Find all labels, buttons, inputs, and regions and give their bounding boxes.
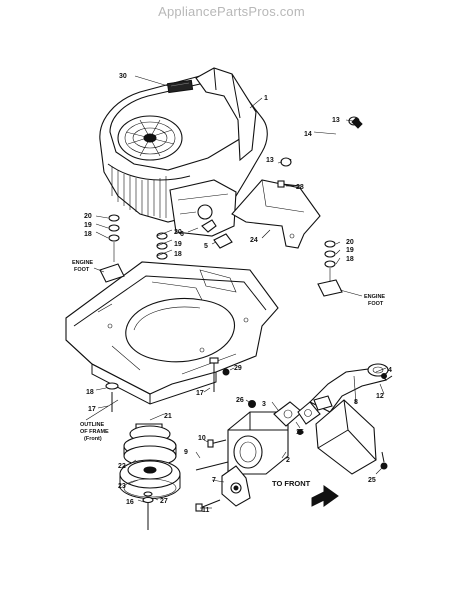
callout-18-left: 18 [84,231,92,238]
callout-23: 23 [118,483,126,490]
callout-19-right: 19 [346,247,354,254]
callout-21: 21 [164,413,172,420]
callout-19-mid: 19 [174,241,182,248]
callout-16: 16 [126,499,134,506]
leader-lines [85,75,387,509]
bolt-17-mid [209,357,230,392]
callout-13-bottom: 13 [266,157,274,164]
frame-deck [65,261,279,405]
engine-foot-left-line1: ENGINE [72,260,93,266]
callout-9: 9 [184,449,188,456]
callout-labels: 30 1 13 14 13 28 20 19 18 6 20 19 18 5 2… [72,73,392,514]
watermark: AppliancePartsPros.com [158,4,305,19]
hardware-stack-right [324,240,336,282]
engine-assembly [99,67,268,237]
outline-frame-line3: (Front) [84,436,102,442]
callout-6: 6 [180,231,184,238]
clutch-pulley [119,423,181,530]
hardware-stack-mid [156,232,168,260]
callout-18-right: 18 [346,256,354,263]
callout-28: 28 [296,184,304,191]
callout-4: 4 [388,367,392,374]
callout-1: 1 [264,95,268,102]
callout-15: 15 [296,429,304,436]
callout-29: 29 [234,365,242,372]
muffler-bracket [221,465,251,507]
engine-bracket [231,179,321,249]
to-front-arrow-icon [311,485,339,507]
callout-2: 2 [286,457,290,464]
callout-17-mid: 17 [196,390,204,397]
outline-frame-line2: OF FRAME [80,429,109,435]
bolt-17-left [105,382,119,412]
callout-12: 12 [376,393,384,400]
engine-foot-left-line2: FOOT [74,267,90,273]
callout-18-mid: 18 [174,251,182,258]
callout-7: 7 [212,477,216,484]
to-front-label: TO FRONT [272,479,311,488]
gasket-flange [273,395,333,427]
callout-20-right: 20 [346,239,354,246]
fasteners [195,400,388,512]
fuel-line [280,116,363,167]
callout-20-mid: 20 [174,229,182,236]
callout-10: 10 [198,435,206,442]
hardware-stack-left [108,214,120,262]
callout-3: 3 [262,401,266,408]
callout-11: 11 [202,507,210,514]
bolt-28 [277,180,301,188]
oil-sensor [201,219,233,249]
heat-shield [315,399,377,475]
callout-18-bottom: 18 [86,389,94,396]
callout-30: 30 [119,73,127,80]
callout-24: 24 [250,237,258,244]
engine-foot-right-line2: FOOT [368,301,384,307]
muffler [227,411,289,475]
outline-frame-line1: OUTLINE [80,422,104,428]
callout-25: 25 [368,477,376,484]
callout-17-left: 17 [88,406,96,413]
callout-20-left: 20 [84,213,92,220]
callout-22: 22 [118,463,126,470]
callout-8: 8 [354,399,358,406]
callout-27: 27 [160,498,168,505]
callout-5: 5 [204,243,208,250]
callout-13-top: 13 [332,117,340,124]
callout-19-left: 19 [84,222,92,229]
engine-foot-right-line1: ENGINE [364,294,385,300]
callout-14: 14 [304,131,312,138]
callout-26: 26 [236,397,244,404]
